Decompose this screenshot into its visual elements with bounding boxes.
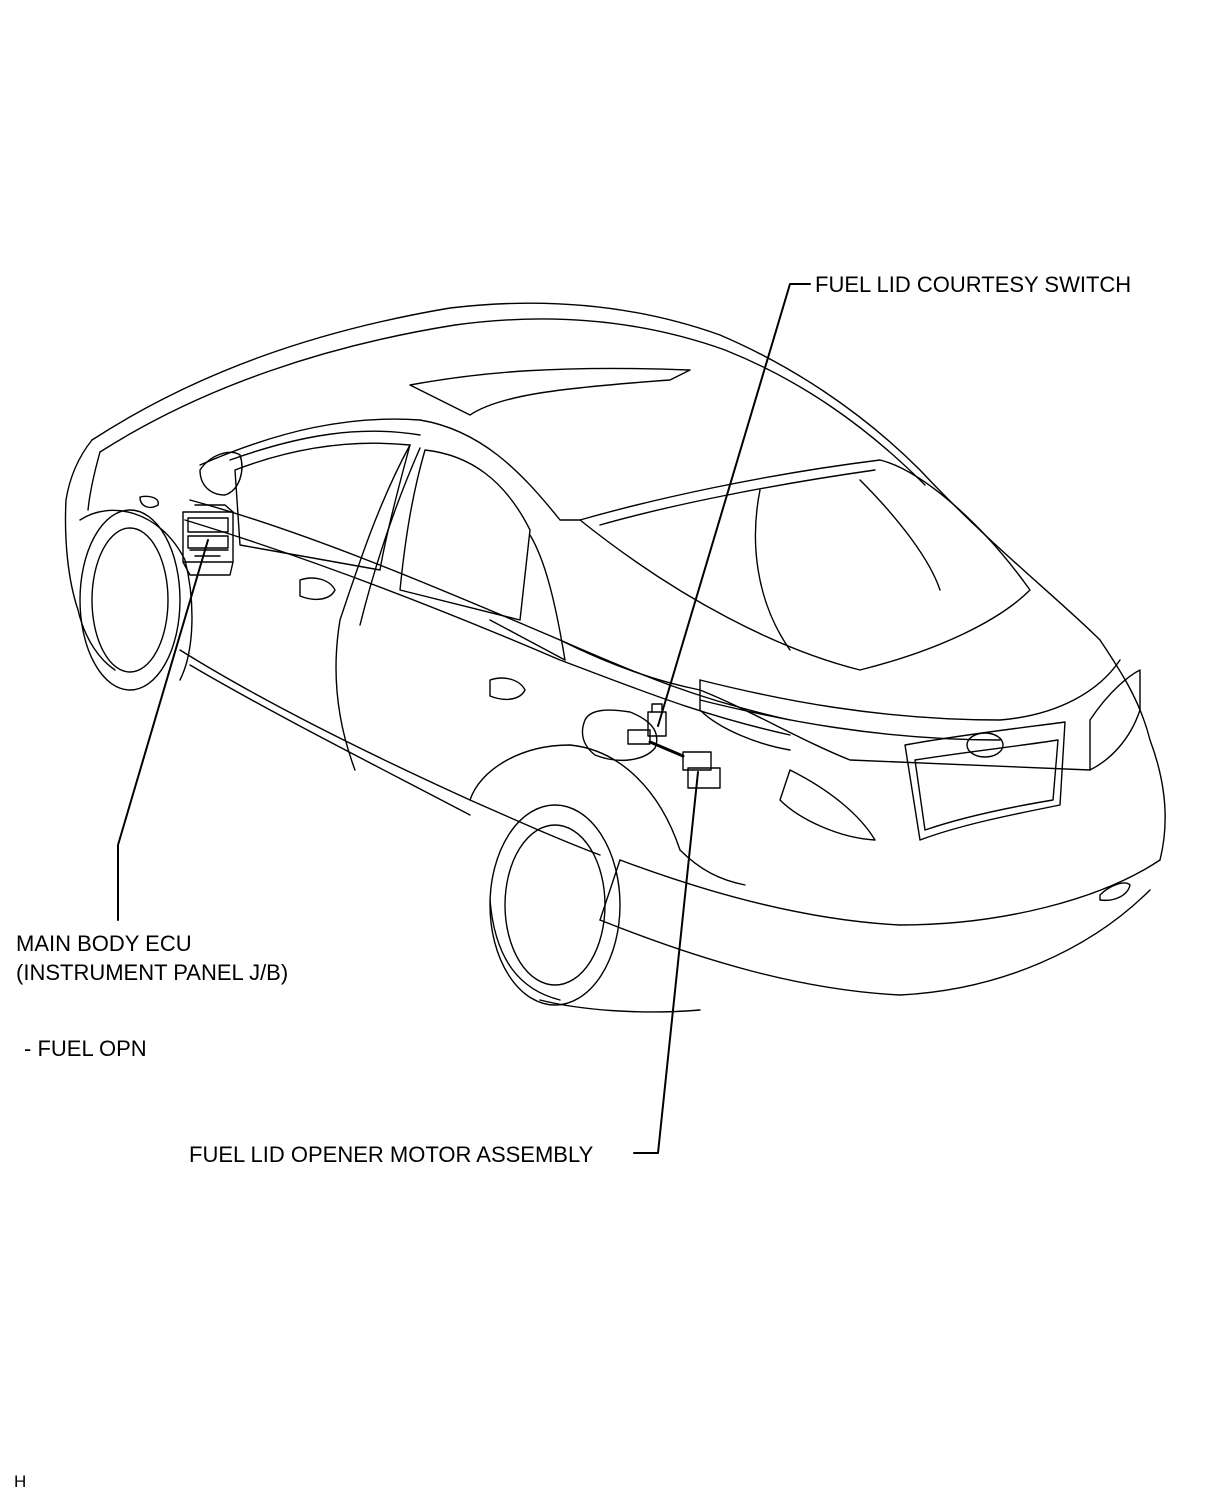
figure-code-label: H [14, 1472, 27, 1491]
main-body-ecu-component [182, 504, 234, 576]
label-fuel-opn: - FUEL OPN [24, 1036, 147, 1061]
leader-opener-motor [633, 771, 699, 1154]
car-body-outline [64, 302, 1166, 1013]
label-main-body-ecu: MAIN BODY ECU [16, 931, 192, 956]
leader-lines [117, 283, 811, 1154]
label-fuel-lid-opener-motor-assembly: FUEL LID OPENER MOTOR ASSEMBLY [189, 1142, 594, 1167]
fuel-lid-courtesy-switch-component [627, 703, 667, 745]
fuel-lid-opener-motor-component [648, 740, 721, 789]
leader-courtesy-switch [657, 283, 811, 727]
label-fuel-lid-courtesy-switch: FUEL LID COURTESY SWITCH [815, 272, 1132, 297]
leader-main-body-ecu [117, 539, 209, 921]
label-instrument-panel-jb: (INSTRUMENT PANEL J/B) [16, 960, 289, 985]
